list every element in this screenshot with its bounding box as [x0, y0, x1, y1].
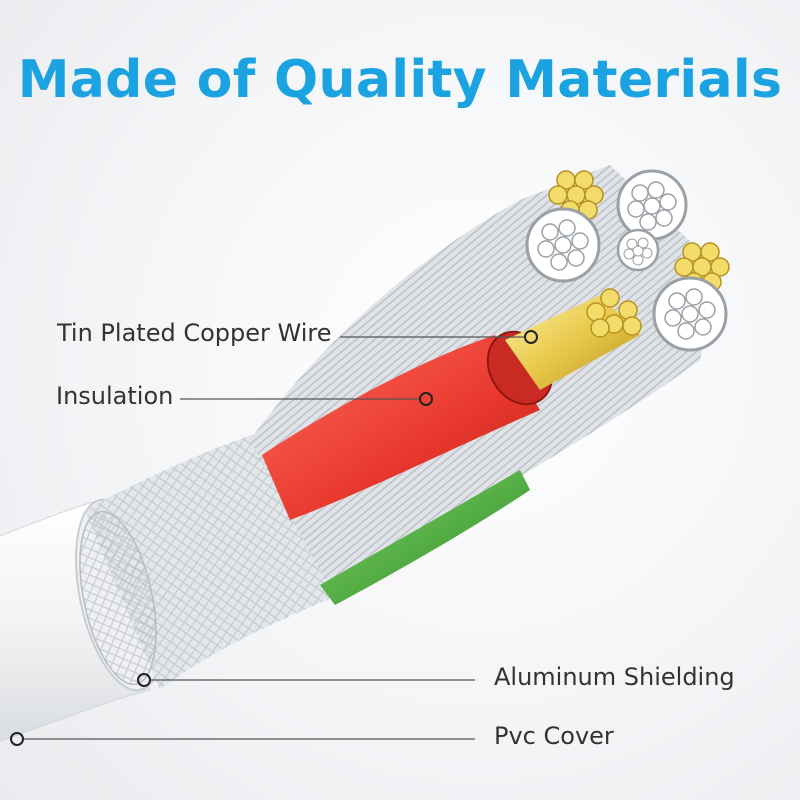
leader-insulation — [180, 392, 433, 406]
silver-strand-bundle-4 — [652, 276, 728, 352]
page-title: Made of Quality Materials — [17, 50, 783, 110]
label-aluminum-shielding: Aluminum Shielding — [494, 663, 735, 691]
copper-conductor-top — [548, 170, 604, 220]
green-insulation — [320, 470, 530, 605]
label-insulation: Insulation — [56, 382, 174, 410]
silver-strand-bundle-2 — [525, 207, 601, 283]
copper-conductor-center — [505, 288, 642, 390]
leader-cover — [10, 732, 475, 746]
silver-strand-bundle-3 — [616, 228, 660, 272]
label-tin-plated-copper-wire: Tin Plated Copper Wire — [57, 319, 332, 347]
leader-copper-wire — [340, 330, 538, 344]
leader-shielding — [137, 673, 475, 687]
label-pvc-cover: Pvc Cover — [494, 722, 614, 750]
silver-strand-bundle-1 — [616, 169, 688, 241]
